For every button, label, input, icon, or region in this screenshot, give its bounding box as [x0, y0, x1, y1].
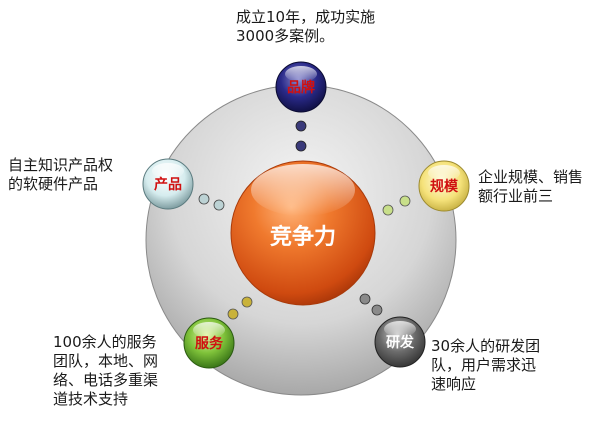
- connector-dot-brand-1: [295, 120, 307, 132]
- product-description-line: 的软硬件产品: [8, 175, 99, 193]
- connector-dot-service-1: [241, 296, 253, 308]
- product-description-line: 自主知识产品权: [8, 156, 114, 174]
- scale-description-line: 企业规模、销售: [478, 168, 584, 186]
- scale-description-line: 额行业前三: [478, 187, 554, 205]
- node-service-label: 服务: [195, 335, 224, 352]
- connector-dot-service-2: [227, 308, 239, 320]
- rnd-description-line: 队，用户需求迅: [431, 356, 537, 374]
- connector-dot-scale-2: [382, 204, 394, 216]
- service-description-line: 道技术支持: [53, 390, 129, 408]
- node-product-label: 产品: [154, 176, 182, 193]
- scale-description: 企业规模、销售 额行业前三: [478, 168, 583, 206]
- service-description-line: 团队，本地、网: [53, 352, 159, 370]
- product-description: 自主知识产品权 的软硬件产品: [8, 156, 113, 194]
- center-node: 竞争力: [230, 160, 376, 306]
- node-brand-label: 品牌: [287, 79, 315, 96]
- node-service: 服务: [183, 317, 235, 369]
- node-scale: 规模: [418, 160, 470, 212]
- service-description-line: 100余人的服务: [53, 333, 157, 351]
- brand-description-line: 3000多案例。: [236, 27, 335, 45]
- brand-description-line: 成立10年，成功实施: [236, 8, 376, 26]
- node-rnd: 研发: [374, 316, 426, 368]
- brand-description: 成立10年，成功实施 3000多案例。: [236, 8, 375, 46]
- connector-dot-brand-2: [295, 140, 307, 152]
- node-rnd-label: 研发: [386, 334, 415, 351]
- connector-dot-product-1: [198, 193, 210, 205]
- connector-dot-rnd-1: [359, 293, 371, 305]
- center-label: 竞争力: [270, 224, 336, 250]
- node-scale-label: 规模: [430, 178, 459, 195]
- node-product: 产品: [142, 158, 194, 210]
- connector-dots: [198, 120, 411, 320]
- connector-dot-product-2: [213, 199, 225, 211]
- service-description-line: 络、电话多重渠: [53, 371, 159, 389]
- rnd-description: 30余人的研发团 队，用户需求迅 速响应: [431, 337, 540, 394]
- rnd-description-line: 30余人的研发团: [431, 337, 541, 355]
- connector-dot-scale-1: [399, 195, 411, 207]
- rnd-description-line: 速响应: [431, 375, 477, 393]
- service-description: 100余人的服务 团队，本地、网 络、电话多重渠 道技术支持: [53, 333, 158, 409]
- connector-dot-rnd-2: [371, 304, 383, 316]
- node-brand: 品牌: [275, 61, 327, 113]
